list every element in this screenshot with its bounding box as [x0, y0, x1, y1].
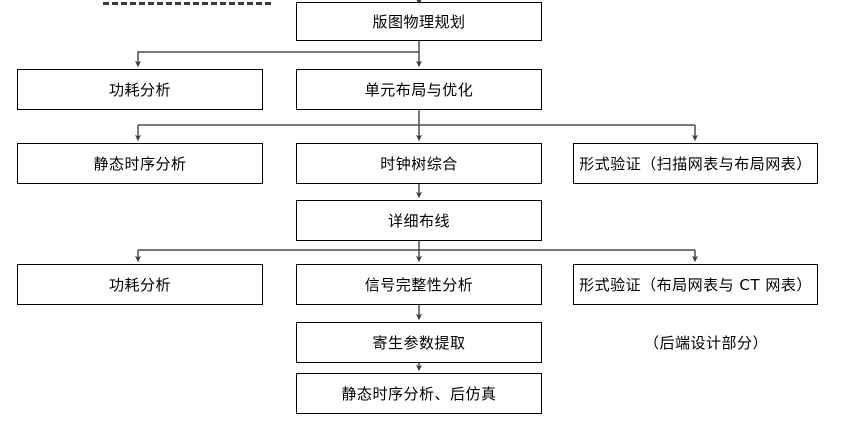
node-power2[interactable]: 功耗分析 — [17, 264, 263, 305]
node-power1[interactable]: 功耗分析 — [17, 69, 263, 110]
node-label: 时钟树综合 — [380, 154, 458, 173]
top-dashed-rule — [103, 2, 271, 5]
node-sta2[interactable]: 静态时序分析、后仿真 — [296, 373, 542, 414]
node-routing[interactable]: 详细布线 — [296, 200, 542, 241]
node-label: 形式验证（布局网表与 CT 网表） — [579, 275, 812, 294]
node-rcextract[interactable]: 寄生参数提取 — [296, 322, 542, 363]
node-cts[interactable]: 时钟树综合 — [296, 143, 542, 184]
node-label: 单元布局与优化 — [364, 80, 474, 99]
node-floorplan[interactable]: 版图物理规划 — [296, 2, 542, 41]
label-backend-note: （后端设计部分） — [643, 333, 768, 352]
node-formal1[interactable]: 形式验证（扫描网表与布局网表） — [573, 143, 818, 184]
edge-floorplan-to-power1 — [134, 51, 419, 68]
node-si[interactable]: 信号完整性分析 — [296, 264, 542, 305]
node-label: 形式验证（扫描网表与布局网表） — [579, 154, 812, 173]
node-sta1[interactable]: 静态时序分析 — [17, 143, 263, 184]
node-label: 信号完整性分析 — [364, 275, 474, 294]
node-label: 版图物理规划 — [372, 12, 466, 31]
node-label: 详细布线 — [387, 211, 450, 230]
node-placement[interactable]: 单元布局与优化 — [296, 69, 542, 110]
node-formal2[interactable]: 形式验证（布局网表与 CT 网表） — [573, 264, 818, 305]
node-label: 功耗分析 — [108, 275, 171, 294]
node-label: 寄生参数提取 — [372, 333, 466, 352]
node-label: 功耗分析 — [108, 80, 171, 99]
node-label: 静态时序分析、后仿真 — [341, 384, 497, 403]
node-label: 静态时序分析 — [93, 154, 187, 173]
